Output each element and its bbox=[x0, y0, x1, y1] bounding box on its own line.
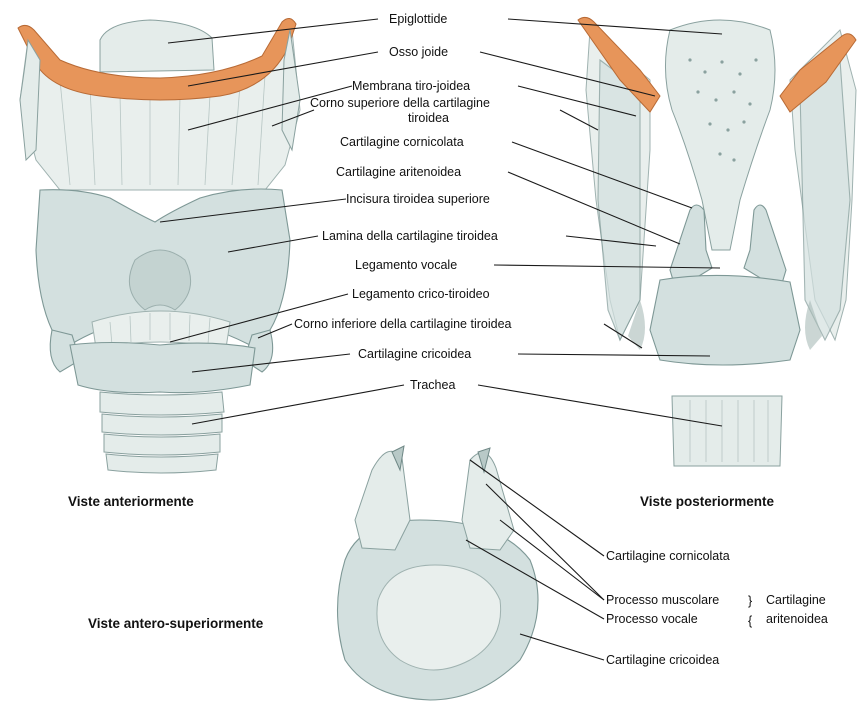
brace-bottom: { bbox=[748, 614, 752, 628]
label-corno-inferiore: Corno inferiore della cartilagine tiroid… bbox=[294, 317, 512, 331]
antero-superior-view-illustration bbox=[338, 446, 539, 700]
label-corno-superiore-line2: tiroidea bbox=[408, 111, 449, 125]
caption-anterior: Viste anteriormente bbox=[68, 494, 194, 509]
label-b-cartilagine-cricoidea: Cartilagine cricoidea bbox=[606, 653, 719, 667]
leader-b-cricoidea bbox=[520, 634, 604, 660]
label-b-processo-muscolare: Processo muscolare bbox=[606, 593, 719, 607]
label-b-aritenoidea: aritenoidea bbox=[766, 612, 828, 626]
label-osso-joide: Osso joide bbox=[389, 45, 448, 59]
anterior-view-illustration bbox=[18, 18, 300, 473]
label-cartilagine-cornicolata: Cartilagine cornicolata bbox=[340, 135, 464, 149]
brace-top: } bbox=[748, 594, 752, 608]
label-incisura-tiroidea: Incisura tiroidea superiore bbox=[346, 192, 490, 206]
label-trachea: Trachea bbox=[410, 378, 455, 392]
label-b-processo-vocale: Processo vocale bbox=[606, 612, 698, 626]
leader-trachea-anterior bbox=[192, 385, 404, 424]
label-cartilagine-cricoidea: Cartilagine cricoidea bbox=[358, 347, 471, 361]
label-cartilagine-aritenoidea: Cartilagine aritenoidea bbox=[336, 165, 461, 179]
caption-antero-superior: Viste antero-superiormente bbox=[88, 616, 264, 631]
label-membrana-tiro-joidea: Membrana tiro-joidea bbox=[352, 79, 470, 93]
label-epiglottide: Epiglottide bbox=[389, 12, 447, 26]
label-legamento-vocale: Legamento vocale bbox=[355, 258, 457, 272]
label-lamina-tiroidea: Lamina della cartilagine tiroidea bbox=[322, 229, 498, 243]
caption-posterior: Viste posteriormente bbox=[640, 494, 775, 509]
label-legamento-crico-tiroideo: Legamento crico-tiroideo bbox=[352, 287, 490, 301]
label-b-cartilagine: Cartilagine bbox=[766, 593, 826, 607]
label-b-cartilagine-cornicolata: Cartilagine cornicolata bbox=[606, 549, 730, 563]
label-corno-superiore-line1: Corno superiore della cartilagine bbox=[310, 96, 490, 110]
